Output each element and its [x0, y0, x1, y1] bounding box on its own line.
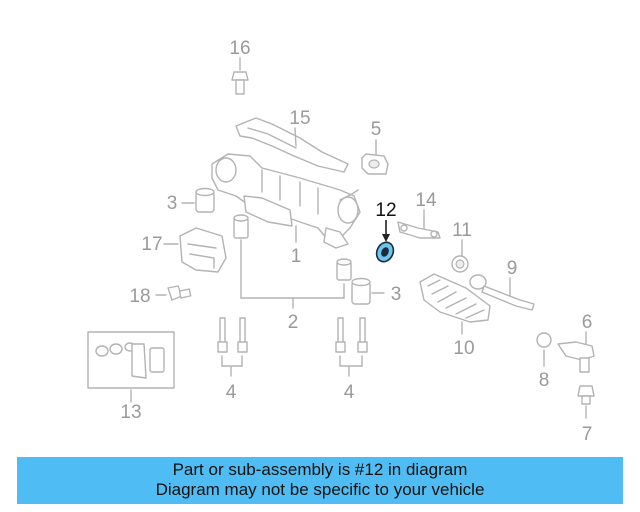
label-14: 14	[415, 190, 437, 211]
label-2: 2	[288, 312, 299, 333]
label-10: 10	[453, 338, 474, 359]
label-5: 5	[371, 119, 382, 140]
label-15: 15	[289, 108, 310, 129]
label-18: 18	[129, 286, 150, 307]
part-2-bushing-group[interactable]	[233, 214, 352, 309]
part-11-clamp[interactable]	[451, 239, 469, 273]
part-3-bushing-left[interactable]	[181, 187, 215, 213]
part-14-bracket[interactable]	[397, 209, 441, 239]
label-16: 16	[229, 38, 250, 59]
caption-line-2: Diagram may not be specific to your vehi…	[155, 480, 485, 499]
label-4-left: 4	[226, 382, 237, 403]
label-1: 1	[291, 246, 302, 267]
part-3-bushing-right[interactable]	[351, 277, 385, 305]
label-3-left: 3	[167, 193, 178, 214]
label-8: 8	[539, 370, 550, 391]
caption-line-1: Part or sub-assembly is #12 in diagram	[172, 460, 468, 479]
part-7-nut[interactable]	[577, 385, 595, 419]
part-13-repair-kit[interactable]	[87, 331, 175, 403]
label-17: 17	[141, 234, 162, 255]
part-8-nut[interactable]	[536, 332, 552, 367]
part-4-bolts-left[interactable]	[217, 317, 248, 377]
part-5-mount[interactable]	[361, 139, 389, 175]
parts-diagram: 16 15 5 1 3 2	[87, 38, 595, 445]
part-1-steering-rack[interactable]	[211, 153, 361, 249]
label-6: 6	[582, 312, 593, 333]
part-17-cover[interactable]	[163, 227, 227, 273]
part-9-inner-tie-rod[interactable]	[469, 274, 535, 311]
part-16-bolt[interactable]	[231, 57, 249, 95]
label-9: 9	[507, 258, 518, 279]
label-12: 12	[375, 200, 396, 221]
label-13: 13	[120, 402, 141, 423]
caption-banner: Part or sub-assembly is #12 in diagram D…	[17, 457, 623, 504]
label-4-right: 4	[344, 382, 355, 403]
part-12-clamp[interactable]	[374, 220, 397, 264]
label-7: 7	[582, 424, 593, 445]
part-6-tie-rod-end[interactable]	[557, 331, 595, 373]
part-4-bolts-right[interactable]	[335, 317, 368, 377]
label-3-right: 3	[391, 284, 402, 305]
part-18-bolt[interactable]	[155, 285, 192, 301]
part-10-boot[interactable]	[419, 273, 491, 335]
part-15-heat-shield[interactable]	[235, 117, 349, 173]
label-11: 11	[452, 220, 472, 241]
